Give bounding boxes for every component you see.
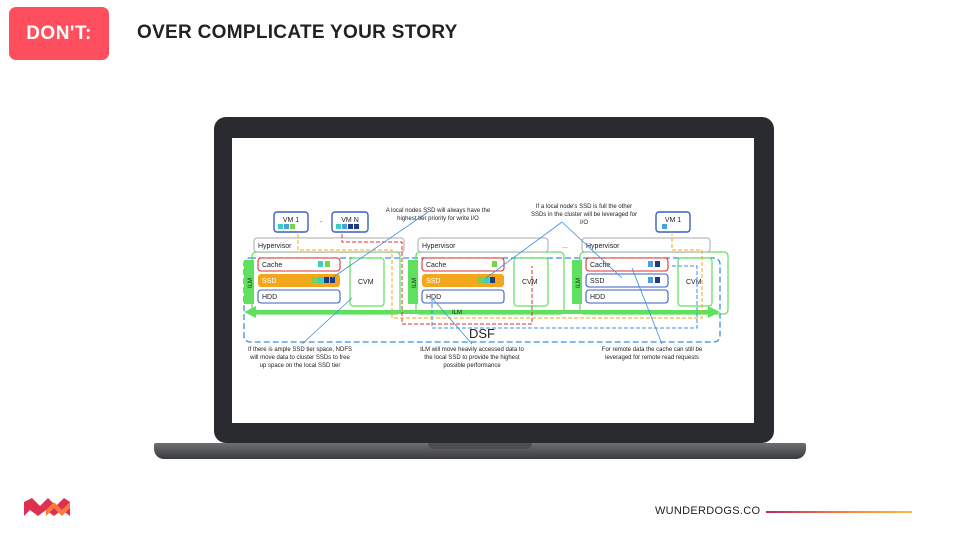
node3-ssd-block-1 xyxy=(648,277,653,283)
node3-ssd-block-2 xyxy=(655,277,660,283)
node2-ssd-block-2 xyxy=(484,277,489,283)
dont-badge: DON'T: xyxy=(9,7,109,60)
node1-hdd xyxy=(257,289,341,304)
note-bottom-center-line3: possible performance xyxy=(443,363,501,369)
hypervisor-1-label: Hypervisor xyxy=(258,243,292,250)
note-bottom-center-line2: the local SSD to provide the highest xyxy=(424,355,520,361)
node2-hdd xyxy=(421,289,505,304)
node2-cvm xyxy=(513,257,549,307)
ilm-vertical-2 xyxy=(408,260,418,304)
pointer-top-center xyxy=(331,211,429,279)
vm1-block-1 xyxy=(278,224,283,229)
node2-ssd-block-1 xyxy=(478,277,483,283)
node1-ssd-block-3 xyxy=(324,277,329,283)
dsf-diagram: VM 1 - VM N VM 1 Hypervisor Hypervisor .… xyxy=(243,204,729,369)
node3-cache-block-2 xyxy=(655,261,660,267)
hypervisor-2 xyxy=(417,237,549,253)
node3-ssd xyxy=(585,273,669,288)
ilm-horizontal-arrow xyxy=(244,306,720,318)
laptop-notch xyxy=(428,443,532,449)
node2-cache-block xyxy=(492,261,497,267)
node1-ssd-block-2 xyxy=(318,277,323,283)
note-bottom-right-line2: leveraged for remote read requests xyxy=(605,355,699,361)
laptop-screen: VM 1 - VM N VM 1 Hypervisor Hypervisor .… xyxy=(232,138,754,423)
ilm-vertical-1-label: ILM xyxy=(248,278,254,288)
hypervisor-2-label: Hypervisor xyxy=(422,243,456,250)
blue-dash-path xyxy=(431,265,698,329)
node1-cache-label: Cache xyxy=(262,262,282,269)
node3-cvm xyxy=(677,257,713,307)
ilm-horizontal-label: ILM xyxy=(452,310,462,316)
node3-cache-label: Cache xyxy=(590,262,610,269)
orange-dash-path xyxy=(297,234,703,319)
node1-hdd-label: HDD xyxy=(262,294,277,301)
vm-dash: - xyxy=(320,219,323,226)
pointer-top-right-1 xyxy=(485,221,563,279)
node3-hdd-label: HDD xyxy=(590,294,605,301)
pointer-bottom-center xyxy=(431,297,473,345)
wunderdogs-logo-icon xyxy=(24,498,70,516)
ilm-vertical-2-label: ILM xyxy=(412,278,418,288)
node3-cache-block-1 xyxy=(648,261,653,267)
vmn-block-4 xyxy=(354,224,359,229)
note-bottom-left-line1: If there is ample SSD tier space, NDFS xyxy=(248,347,352,353)
node3-hdd xyxy=(585,289,669,304)
ilm-vertical-1 xyxy=(244,260,254,304)
node1-ssd-block-1 xyxy=(312,277,317,283)
node3-cache xyxy=(585,257,669,272)
note-top-right-line1: If a local node's SSD is full the other xyxy=(536,204,632,210)
vm1-label: VM 1 xyxy=(283,217,299,224)
brand-text: WUNDERDOGS.CO xyxy=(655,505,761,517)
vm1-block-2 xyxy=(284,224,289,229)
node1-cache-block-2 xyxy=(325,261,330,267)
node1-cvm-label: CVM xyxy=(358,279,374,286)
vm1-right-label: VM 1 xyxy=(665,217,681,224)
node1-cvm xyxy=(349,257,385,307)
node2-ssd-label: SSD xyxy=(426,278,440,285)
vmn-block-2 xyxy=(342,224,347,229)
node2-ssd-block-3 xyxy=(490,277,495,283)
node1-ssd-label: SSD xyxy=(262,278,276,285)
laptop-base xyxy=(154,443,806,459)
slide-title: OVER COMPLICATE YOUR STORY xyxy=(137,22,458,43)
vmn-block-1 xyxy=(336,224,341,229)
vmn-label: VM N xyxy=(341,217,359,224)
pointer-top-right-2 xyxy=(561,221,623,279)
node2-ssd xyxy=(422,274,504,287)
hypervisor-3-label: Hypervisor xyxy=(586,243,620,250)
vm1-block-3 xyxy=(290,224,295,229)
ilm-vertical-3 xyxy=(572,260,582,304)
note-top-right-line3: I/O xyxy=(580,220,588,226)
dsf-label: DSF xyxy=(469,326,495,341)
pointer-bottom-left xyxy=(301,297,353,345)
note-bottom-left-line2: will move data to cluster SSDs to free xyxy=(249,355,350,361)
note-bottom-center-line1: ILM will move heavily accessed data to xyxy=(420,347,524,353)
brand-gradient-line xyxy=(766,511,912,513)
pointer-bottom-right xyxy=(631,267,663,345)
note-bottom-left-line3: up space on the local SSD tier xyxy=(260,363,341,369)
note-top-right-line2: SSDs in the cluster will be leveraged fo… xyxy=(531,212,637,218)
vmn-block-3 xyxy=(348,224,353,229)
vm1-right-block xyxy=(662,224,667,229)
node3-cvm-label: CVM xyxy=(686,279,702,286)
hypervisor-3 xyxy=(581,237,711,253)
node1-cache-block-1 xyxy=(318,261,323,267)
node2-cvm-label: CVM xyxy=(522,279,538,286)
node3-ssd-label: SSD xyxy=(590,278,604,285)
note-top-center-line2: highest tier priority for write I/O xyxy=(397,216,479,222)
node2-cache-label: Cache xyxy=(426,262,446,269)
red-dash-path-1 xyxy=(341,234,533,325)
note-bottom-right-line1: For remote data the cache can still be xyxy=(602,347,703,353)
node2-hdd-label: HDD xyxy=(426,294,441,301)
ilm-vertical-3-label: ILM xyxy=(576,278,582,288)
node1-ssd-block-4 xyxy=(330,277,335,283)
note-top-center-line1: A local nodes SSD will always have the xyxy=(386,208,491,214)
node-ellipsis: ... xyxy=(562,243,568,250)
